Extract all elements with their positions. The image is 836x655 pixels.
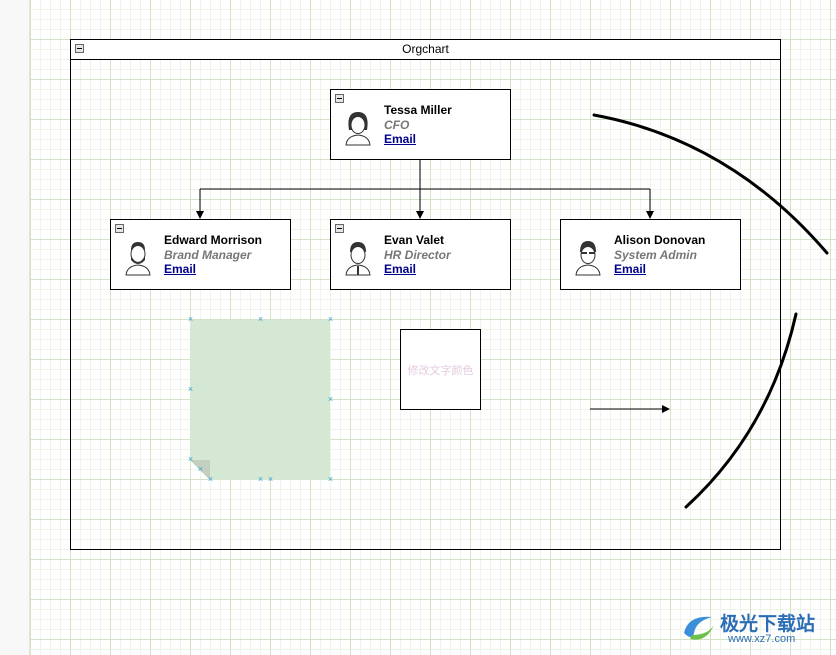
handle[interactable]: × — [257, 474, 264, 484]
person-name: Tessa Miller — [384, 103, 452, 117]
collapse-icon[interactable] — [115, 224, 124, 233]
handle[interactable]: × — [187, 314, 194, 324]
handle[interactable]: × — [327, 314, 334, 324]
handle[interactable]: × — [267, 474, 274, 484]
orgchart-header[interactable]: Orgchart — [70, 39, 781, 60]
collapse-icon[interactable] — [75, 44, 84, 53]
orgchart-title: Orgchart — [402, 42, 449, 56]
person-name: Edward Morrison — [164, 233, 263, 247]
man-glasses-avatar-icon — [575, 241, 601, 276]
bearded-man-avatar-icon — [125, 242, 151, 276]
handle[interactable]: × — [197, 464, 204, 474]
email-link[interactable]: Email — [164, 262, 197, 276]
handle[interactable]: × — [327, 474, 334, 484]
collapse-icon[interactable] — [335, 94, 344, 103]
handle[interactable]: × — [327, 394, 334, 404]
email-link[interactable]: Email — [614, 262, 647, 276]
collapse-icon[interactable] — [335, 224, 344, 233]
watermark-swirl-icon — [684, 616, 714, 640]
email-link[interactable]: Email — [384, 132, 417, 146]
left-ruler-panel — [0, 0, 30, 655]
person-name: Evan Valet — [384, 233, 445, 247]
text-box-label: 修改文字颜色 — [407, 364, 474, 377]
watermark-brand: 极光下载站 — [720, 614, 816, 635]
sticky-note-shape[interactable] — [190, 320, 330, 480]
person-role: HR Director — [384, 247, 451, 262]
person-role: CFO — [384, 117, 410, 132]
handle[interactable]: × — [207, 474, 214, 484]
female-avatar-icon — [345, 112, 371, 146]
connector-trunk — [200, 159, 650, 190]
person-name: Alison Donovan — [614, 233, 706, 247]
curve-upper — [592, 113, 829, 255]
man-avatar-icon — [345, 242, 371, 276]
person-role: System Admin — [614, 247, 697, 262]
person-role: Brand Manager — [164, 247, 252, 262]
curve-lower — [684, 312, 798, 509]
handle[interactable]: × — [257, 314, 264, 324]
watermark-url: www.xz7.com — [728, 633, 796, 645]
text-box[interactable]: 修改文字颜色 — [400, 329, 481, 410]
watermark-logo: 极光下载站 www.xz7.com — [678, 607, 828, 649]
email-link[interactable]: Email — [384, 262, 417, 276]
handle[interactable]: × — [187, 384, 194, 394]
handle[interactable]: × — [187, 454, 194, 464]
